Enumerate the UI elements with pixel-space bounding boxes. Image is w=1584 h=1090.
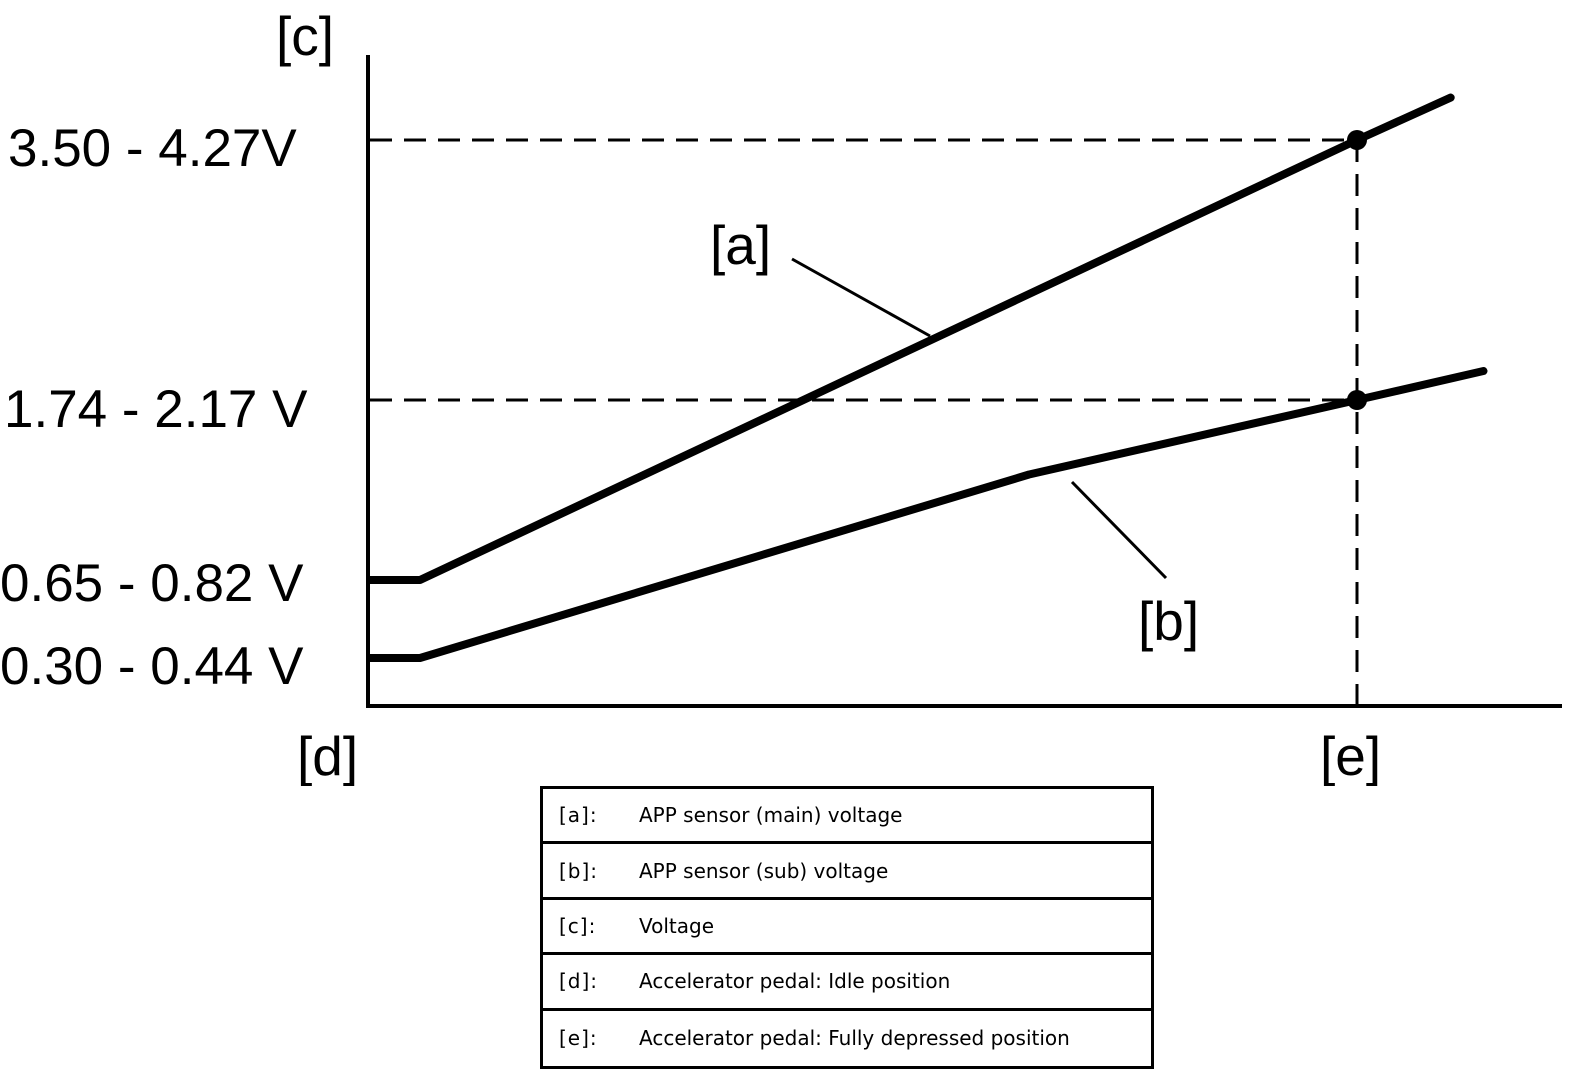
y-tick-label: 0.30 - 0.44 V <box>0 637 304 696</box>
callouts <box>791 257 1168 580</box>
legend-key: [e]: <box>559 1026 598 1051</box>
series-a-callout-leader <box>791 257 931 338</box>
series-lines <box>366 93 1488 662</box>
legend-key: [a]: <box>559 803 598 828</box>
legend-row: [d]: Accelerator pedal: Idle position <box>543 955 1151 1011</box>
labels: [c] [d] [e] 3.50 - 4.27V 1.74 - 2.17 V 0… <box>0 5 1381 786</box>
legend-row: [a]: APP sensor (main) voltage <box>543 789 1151 845</box>
axes <box>366 55 1562 708</box>
legend-key: [b]: <box>559 858 599 883</box>
legend-row: [e]: Accelerator pedal: Fully depressed p… <box>543 1011 1151 1066</box>
voltage-chart: [c] [d] [e] 3.50 - 4.27V 1.74 - 2.17 V 0… <box>0 5 1562 786</box>
x-axis-start-label: [d] <box>297 725 358 786</box>
y-tick-label: 1.74 - 2.17 V <box>4 380 308 439</box>
series-b-callout-label: [b] <box>1138 590 1199 652</box>
series-marker-b <box>1347 390 1367 410</box>
legend-text: APP sensor (sub) voltage <box>639 858 889 883</box>
legend-text: APP sensor (main) voltage <box>639 803 903 828</box>
legend-key: [d]: <box>559 969 599 994</box>
legend-row: [b]: APP sensor (sub) voltage <box>543 844 1151 900</box>
series-line-b <box>366 367 1488 662</box>
legend-text: Accelerator pedal: Idle position <box>639 969 951 994</box>
legend-text: Voltage <box>639 913 715 938</box>
legend-text: Accelerator pedal: Fully depressed posit… <box>639 1026 1070 1051</box>
legend-key: [c]: <box>559 913 597 938</box>
y-axis-label: [c] <box>276 5 334 67</box>
series-marker-a <box>1347 130 1367 150</box>
legend-table: [a]: APP sensor (main) voltage [b]: APP sen… <box>540 786 1154 1069</box>
reference-lines <box>370 138 1359 706</box>
y-tick-label: 0.65 - 0.82 V <box>0 554 304 613</box>
y-tick-label: 3.50 - 4.27V <box>8 119 297 178</box>
x-axis-end-label: [e] <box>1320 725 1381 786</box>
series-line-a <box>366 93 1455 584</box>
series-b-callout-leader <box>1070 480 1168 580</box>
series-a-callout-label: [a] <box>710 214 771 276</box>
legend-row: [c]: Voltage <box>543 900 1151 956</box>
